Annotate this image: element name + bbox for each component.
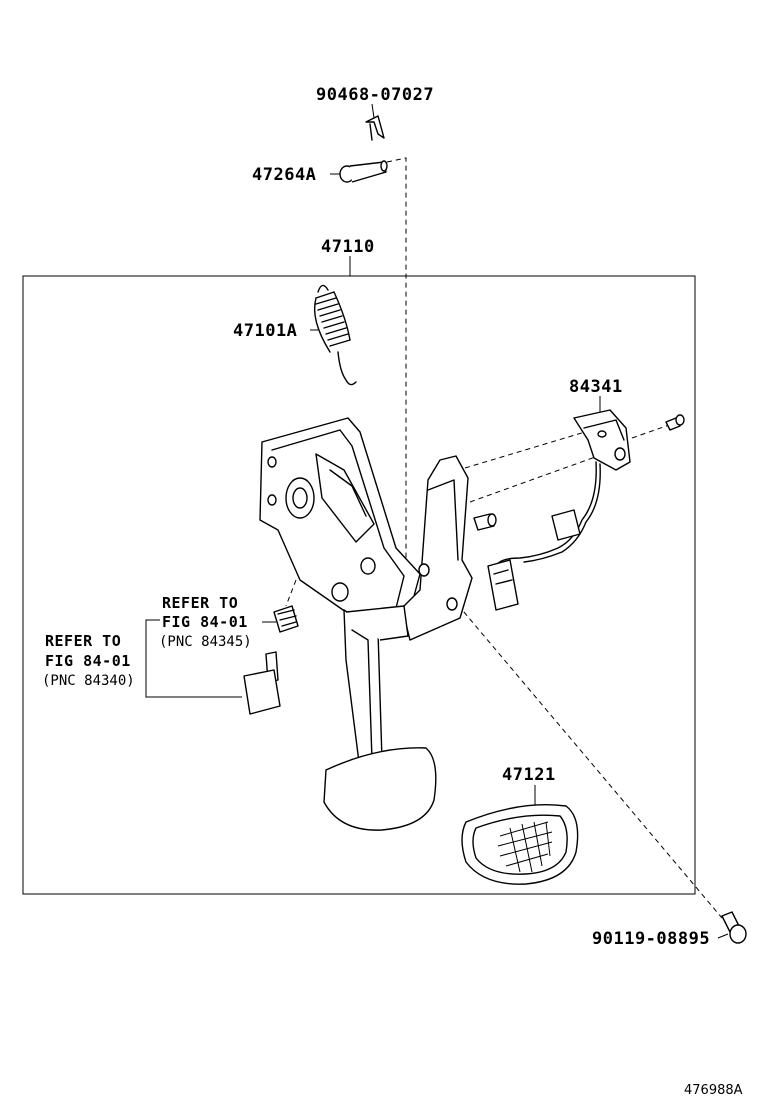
stop-lamp-switch-shape xyxy=(243,605,299,715)
leader-ref-lower-top xyxy=(145,619,160,660)
pivot-bolt-shape xyxy=(339,160,388,183)
sensor-screw-shape xyxy=(665,414,685,431)
reference-lower-line3: (PNC 84340) xyxy=(42,673,135,689)
return-spring-shape xyxy=(313,284,357,386)
retaining-clip-shape xyxy=(365,115,385,141)
illustration-id: 476988A xyxy=(684,1083,743,1098)
guide-switch xyxy=(285,579,297,607)
guide-sensor-screw xyxy=(631,423,673,439)
sensor-mounting-plate-shape xyxy=(401,455,497,641)
pedal-arm-shape xyxy=(343,605,409,771)
reference-upper-line3: (PNC 84345) xyxy=(159,634,252,650)
pedal-pad-fitted-shape xyxy=(323,747,437,831)
part-label-return-spring[interactable]: 47101A xyxy=(233,321,297,341)
reference-upper-line2[interactable]: FIG 84-01 xyxy=(162,613,248,631)
reference-lower-line1[interactable]: REFER TO xyxy=(45,632,121,650)
part-label-pedal-pad[interactable]: 47121 xyxy=(502,765,556,785)
guide-sensor-a xyxy=(464,431,586,469)
guide-pivot-axis xyxy=(386,157,407,560)
part-label-pedal-assembly[interactable]: 47110 xyxy=(321,237,375,257)
guide-sensor-b xyxy=(469,455,599,503)
pedal-pad-shape xyxy=(461,804,579,885)
stop-lamp-sensor-shape xyxy=(487,409,685,611)
leader-mounting-bolt xyxy=(717,933,729,939)
part-label-stop-lamp-sensor[interactable]: 84341 xyxy=(569,377,623,397)
part-label-retaining-clip[interactable]: 90468-07027 xyxy=(316,85,434,105)
part-label-mounting-bolt[interactable]: 90119-08895 xyxy=(592,929,710,949)
mounting-bolt-shape xyxy=(721,911,747,944)
assembly-frame xyxy=(22,275,696,895)
leader-ref-lower xyxy=(145,660,242,698)
leader-retaining-clip xyxy=(371,103,375,119)
pedal-bracket-shape xyxy=(259,417,421,635)
reference-upper-line1[interactable]: REFER TO xyxy=(162,594,238,612)
reference-lower-line2[interactable]: FIG 84-01 xyxy=(45,652,131,670)
part-label-pivot-bolt[interactable]: 47264A xyxy=(252,165,316,185)
